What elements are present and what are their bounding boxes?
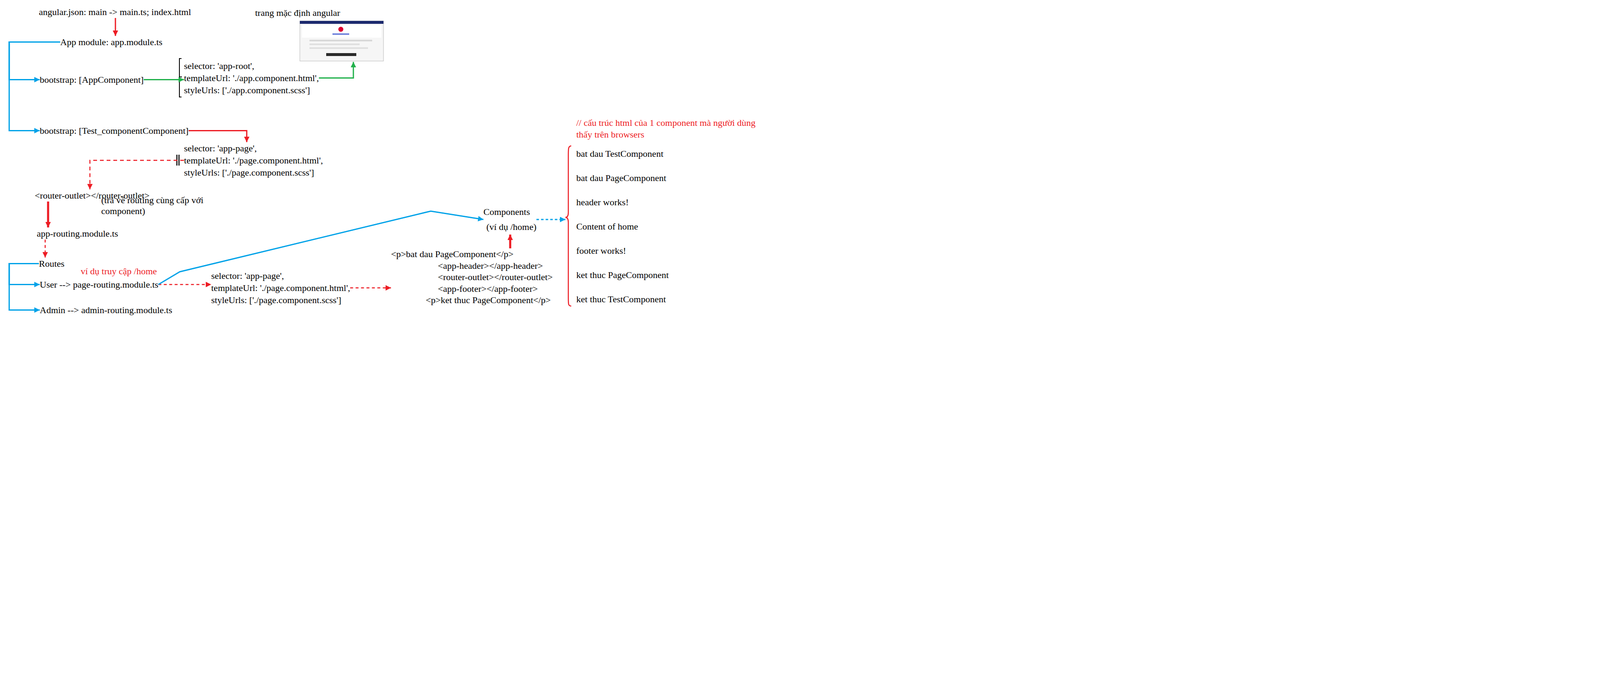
node-text: <p>ket thuc PageComponent</p>	[391, 294, 553, 307]
screenshot-line	[309, 39, 373, 42]
flow-arrow	[158, 283, 212, 286]
node-text: styleUrls: ['./page.component.scss']	[211, 293, 351, 307]
flow-arrow	[158, 211, 484, 285]
routes-label: Routes	[38, 257, 65, 270]
node-text: selector: 'app-page',	[211, 269, 351, 282]
node-text: bootstrap: [Test_componentComponent]	[39, 124, 189, 137]
route-label: User --> page-routing.module.ts	[39, 278, 159, 291]
flow-arrow	[9, 42, 61, 131]
node-text: Components	[483, 204, 537, 220]
screenshot-line	[309, 43, 360, 46]
node-text: <app-footer></app-footer>	[391, 283, 553, 295]
node-text: Content of home	[576, 220, 769, 233]
node-text: angular.json: main -> main.ts; index.htm…	[38, 5, 192, 18]
node-text: trang mặc định angular	[255, 6, 385, 19]
routing-module-label: app-routing.module.ts	[36, 227, 118, 240]
node-text: templateUrl: './page.component.html',	[211, 281, 351, 294]
route-label: Admin --> admin-routing.module.ts	[39, 304, 173, 317]
flow-arrow	[44, 239, 47, 258]
component-config: selector: 'app-page',templateUrl: './pag…	[184, 142, 323, 179]
screenshot-frame	[299, 20, 384, 62]
flow-arrow	[89, 160, 185, 190]
browser-output: // cấu trúc html của 1 component mà ngườ…	[565, 117, 769, 318]
node-text: // cấu trúc html của 1 component mà ngườ…	[576, 117, 769, 141]
note-text: (trả về routing cùng cấp với component)	[101, 194, 223, 217]
flow-arrow	[509, 234, 512, 249]
node-text: bootstrap: [AppComponent]	[39, 73, 144, 86]
screenshot-line	[309, 47, 369, 49]
bootstrap-label: bootstrap: [AppComponent]	[39, 73, 144, 86]
flow-arrow	[143, 79, 185, 81]
module-label: App module: app.module.ts	[60, 35, 163, 49]
node-text: selector: 'app-root',	[184, 59, 320, 72]
node-text: styleUrls: ['./page.component.scss']	[184, 166, 323, 179]
node-text: ket thuc TestComponent	[576, 293, 769, 306]
node-text: styleUrls: ['./app.component.scss']	[184, 84, 320, 97]
node-text: App module: app.module.ts	[60, 35, 163, 49]
node-text: (ví dụ /home)	[483, 219, 537, 235]
node-text: bat dau TestComponent	[576, 147, 769, 161]
node-text: footer works!	[576, 244, 769, 258]
screenshot-logo	[338, 26, 344, 32]
node-text: ket thuc PageComponent	[576, 268, 769, 282]
node-text: bat dau PageComponent	[576, 171, 769, 185]
template-code: <p>bat dau PageComponent</p><app-header>…	[391, 248, 553, 307]
node-text: User --> page-routing.module.ts	[39, 278, 159, 291]
node-text: selector: 'app-page',	[184, 142, 323, 155]
bootstrap-label: bootstrap: [Test_componentComponent]	[39, 124, 189, 137]
flow-arrow	[9, 263, 40, 311]
flow-arrow	[350, 287, 392, 289]
screenshot-toolbar	[299, 20, 384, 24]
flow-arrow	[536, 219, 566, 221]
node-text: templateUrl: './app.component.html',	[184, 71, 320, 85]
output-bracket	[565, 145, 572, 307]
node-text: Routes	[38, 257, 65, 270]
node-text: templateUrl: './page.component.html',	[184, 154, 323, 167]
node-text: Admin --> admin-routing.module.ts	[39, 304, 173, 317]
component-config: selector: 'app-root',templateUrl: './app…	[184, 59, 320, 97]
components-label: Components(ví dụ /home)	[483, 204, 537, 235]
screenshot-title	[332, 33, 350, 35]
node-text: <p>bat dau PageComponent</p>	[391, 248, 553, 261]
flow-arrow	[9, 263, 40, 285]
screenshot-footer	[326, 53, 357, 57]
screenshot-hero	[301, 25, 382, 38]
config-bracket	[179, 58, 182, 98]
flow-arrow	[188, 130, 247, 143]
flow-arrow	[9, 42, 61, 80]
node-text: <router-outlet></router-outlet>	[391, 271, 553, 284]
edge-label: ví dụ truy cập /home	[79, 265, 159, 277]
flow-arrow	[319, 61, 354, 79]
flow-arrow	[115, 17, 117, 36]
component-config: selector: 'app-page',templateUrl: './pag…	[211, 269, 351, 307]
file-label: angular.json: main -> main.ts; index.htm…	[38, 5, 192, 18]
node-text: app-routing.module.ts	[36, 227, 118, 240]
node-text: header works!	[576, 196, 769, 209]
default-page-screenshot	[299, 20, 384, 62]
flow-arrow	[47, 201, 50, 228]
default-page-preview: trang mặc định angular	[255, 6, 385, 62]
node-text: <app-header></app-header>	[391, 260, 553, 272]
